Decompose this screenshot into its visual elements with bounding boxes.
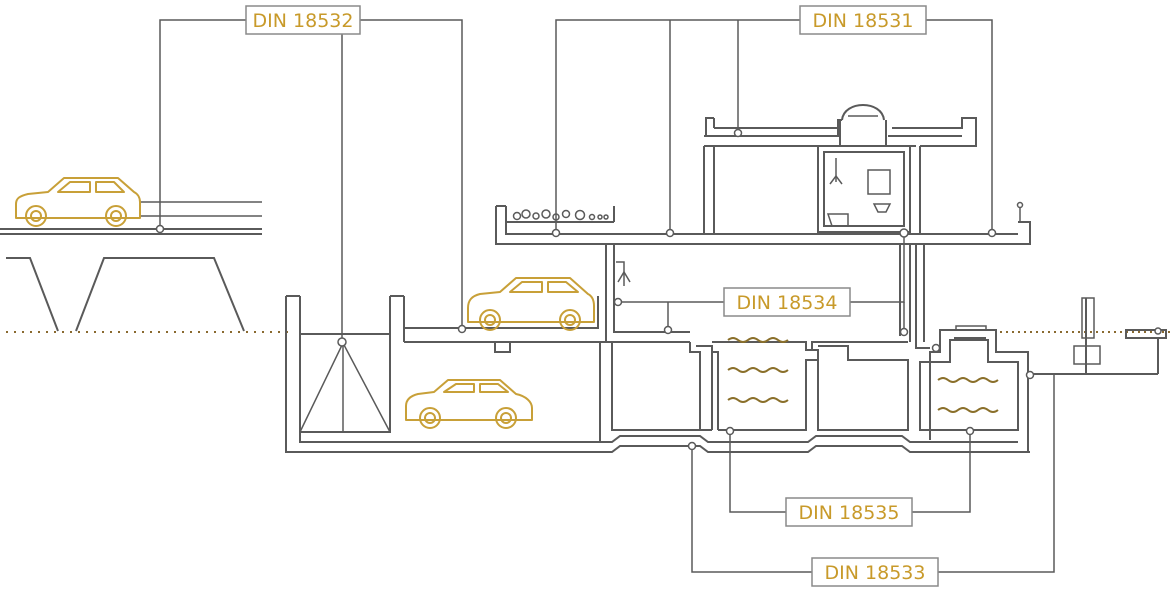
connection-points	[155, 128, 1162, 451]
label-din-18535: DIN 18535	[785, 497, 913, 527]
water-tank-1	[727, 337, 789, 403]
car-on-road	[15, 177, 141, 227]
label-din-18532-text: DIN 18532	[253, 10, 354, 32]
parking-garage	[285, 295, 600, 453]
label-din-18533-text: DIN 18533	[825, 562, 926, 584]
label-din-18531-text: DIN 18531	[813, 10, 914, 32]
utility-connection	[1019, 204, 1167, 375]
gravel-roof	[512, 209, 609, 221]
building	[495, 104, 1031, 453]
car-upper-deck	[467, 277, 595, 331]
leader-lines	[159, 19, 1055, 573]
label-din-18531: DIN 18531	[799, 5, 927, 35]
car-lower-deck	[405, 379, 533, 429]
label-din-18532: DIN 18532	[245, 5, 361, 35]
label-din-18534-text: DIN 18534	[737, 292, 838, 314]
label-din-18535-text: DIN 18535	[799, 502, 900, 524]
label-din-18533: DIN 18533	[811, 557, 939, 587]
water-tank-2	[937, 377, 999, 413]
road-bridge	[0, 201, 262, 332]
label-din-18534: DIN 18534	[723, 287, 851, 317]
